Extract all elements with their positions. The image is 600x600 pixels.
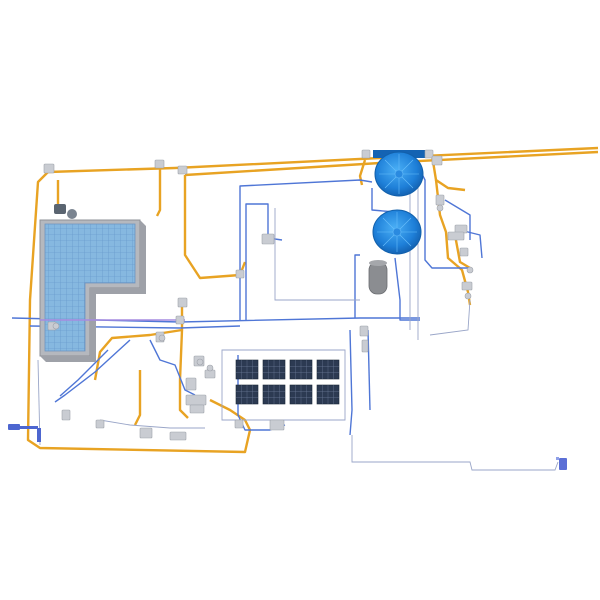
gas-mid-3 [133, 370, 142, 426]
water-lower-mid [149, 339, 196, 396]
solar-panel [262, 359, 286, 380]
drain-lines [37, 175, 559, 471]
outlet-device-right [556, 457, 567, 470]
valve [466, 266, 474, 274]
water-upper-loop [239, 179, 373, 320]
gas-left-perimeter [26, 171, 252, 454]
pipe-fitting [361, 339, 369, 353]
pipe-fitting [43, 163, 55, 174]
pump-body [54, 204, 66, 214]
pipe-fitting [185, 377, 197, 391]
pipe-fitting [261, 233, 275, 245]
gas-mid-2 [178, 329, 189, 419]
pipe-fitting [235, 269, 245, 279]
gas-drop-2 [183, 175, 247, 280]
gas-mid-4 [209, 398, 252, 431]
gas-right-4 [453, 234, 471, 270]
solar-panel [316, 384, 340, 405]
valve [436, 204, 444, 212]
drain-top-link [274, 208, 360, 301]
water-right-run-2 [367, 329, 371, 411]
valve [206, 364, 214, 372]
solar-panel [262, 384, 286, 405]
pipe-fitting [139, 427, 153, 439]
valve [158, 334, 166, 342]
drain-right-mid [429, 299, 471, 336]
pipe-fitting [359, 325, 369, 337]
water-tank-upper [373, 150, 425, 197]
solar-panel [316, 359, 340, 380]
outlet-device-left [8, 424, 41, 442]
pipe-fitting [461, 281, 473, 291]
gas-right-1 [430, 154, 466, 192]
pool-edge-shadow [40, 220, 146, 362]
drain-mid-run [99, 419, 205, 429]
fittings [43, 149, 474, 441]
pipe-fitting [177, 297, 188, 308]
water-tank-lower [372, 209, 422, 255]
water-left-diag [54, 339, 131, 403]
pipe-fitting [447, 231, 465, 241]
pipe-fitting [459, 247, 469, 257]
pipe-fitting [234, 419, 244, 429]
gas-lines [26, 146, 599, 454]
pipe-fitting [175, 315, 185, 325]
solar-panel-array [235, 359, 340, 405]
pipe-fitting [154, 159, 165, 169]
drain-long-bottom [351, 435, 559, 471]
pipe-fitting [169, 431, 187, 441]
solar-panel [235, 384, 259, 405]
pool-pump [54, 204, 77, 219]
pipe-fitting [61, 409, 71, 421]
pipe-fitting [431, 155, 443, 166]
gas-right-3 [358, 159, 367, 186]
pipe-fitting [185, 394, 207, 406]
pipe-fitting [435, 194, 445, 206]
solar-panel [289, 359, 313, 380]
pipe-fitting [269, 419, 285, 431]
water-right-run [349, 329, 353, 436]
pipe-fitting [361, 149, 371, 159]
pipe-fitting [95, 419, 105, 429]
gas-right-2 [434, 179, 472, 306]
solar-panel [289, 384, 313, 405]
pipe-fitting [189, 404, 205, 414]
solar-panel [235, 359, 259, 380]
pipe-fitting [424, 149, 434, 159]
valve [464, 292, 472, 300]
water-left-diag-2 [59, 349, 109, 397]
water-upper-loop-2 [245, 203, 283, 320]
gas-mid-1 [93, 300, 184, 381]
water-tank2-down [394, 257, 420, 321]
drain-panel-frame [221, 349, 346, 421]
pressure-tank [368, 260, 388, 295]
gas-main-top [47, 146, 599, 174]
water-far-right-2 [444, 199, 471, 240]
gas-drop-1 [155, 168, 162, 217]
valve [196, 358, 204, 366]
valve [52, 322, 60, 330]
pipe-fitting [177, 165, 188, 175]
pump-motor [67, 209, 77, 219]
water-pressure-loop [354, 254, 360, 318]
